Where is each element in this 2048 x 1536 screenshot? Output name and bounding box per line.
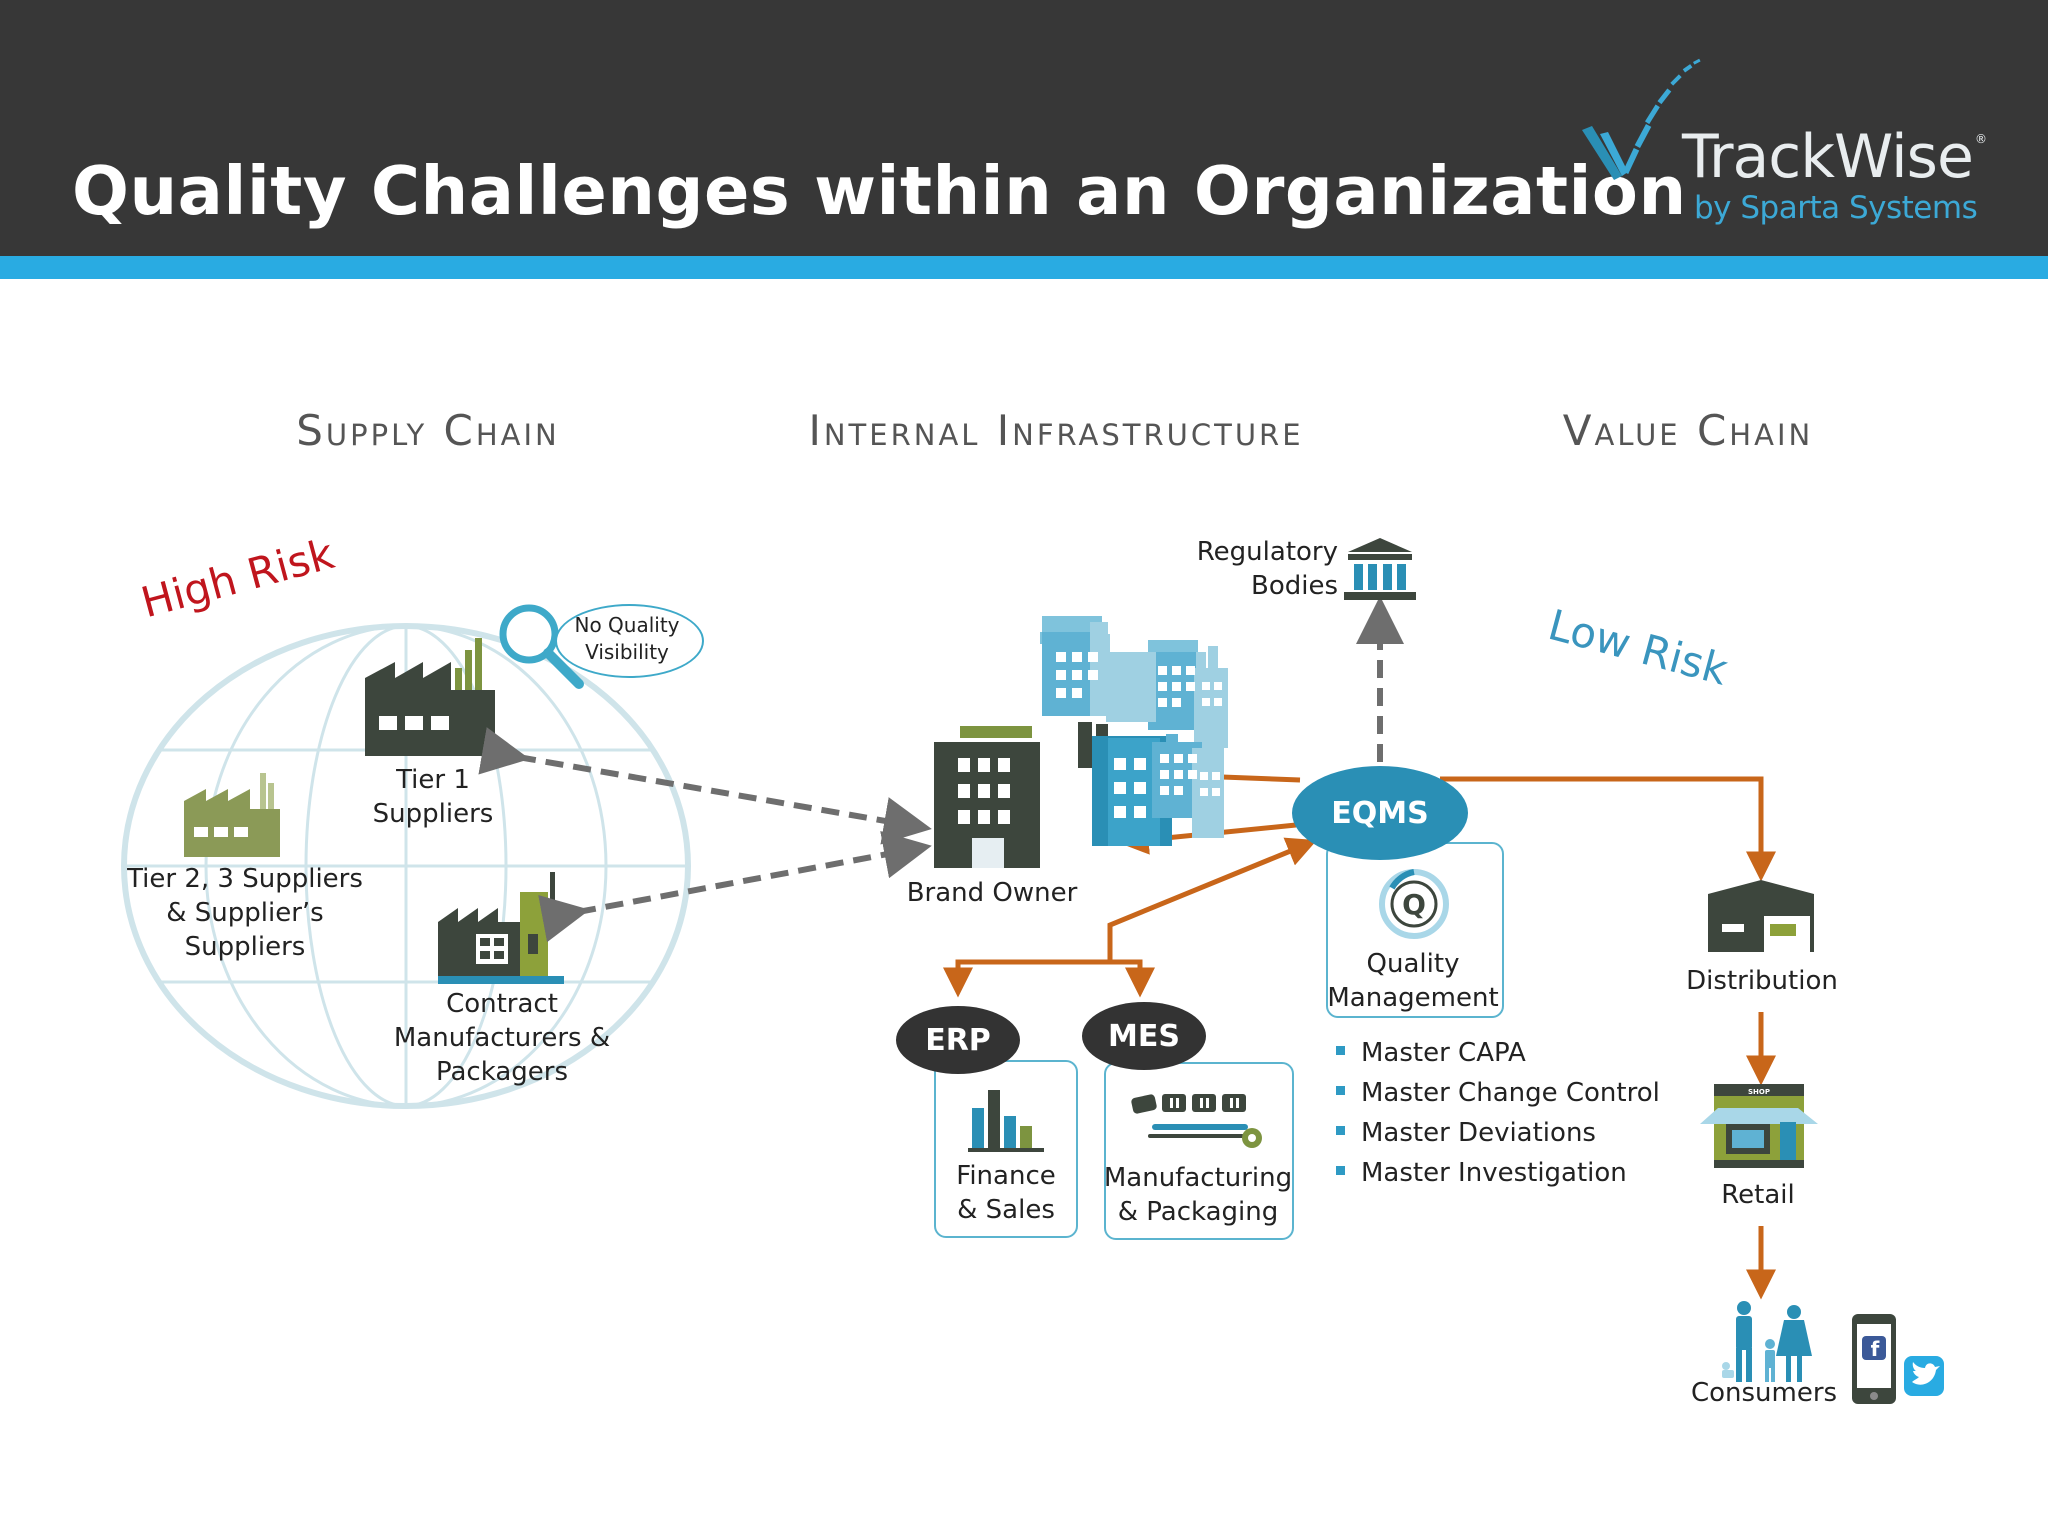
tier23-line-1: Tier 2, 3 Suppliers [127,864,363,894]
quality-management-line-2: Management [1327,983,1499,1013]
list-item: Master Investigation [1336,1153,1660,1193]
regulatory-line-2: Bodies [1250,571,1338,601]
finance-sales-line-1: Finance [956,1161,1056,1191]
svg-text:Q: Q [1402,888,1426,921]
mes-oval: MES [1082,1002,1206,1070]
master-item-label: Master Investigation [1361,1158,1627,1188]
arrow-to-mes [1110,959,1155,998]
finance-sales-line-2: & Sales [957,1195,1055,1225]
manufacturing-packaging-box [1104,1062,1294,1240]
logo-name: TrackWise [1682,122,1974,192]
master-item-label: Master Deviations [1361,1118,1596,1148]
svg-text:f: f [1871,1337,1880,1361]
tier23-factory-icon [184,773,280,857]
erp-label: ERP [925,1022,991,1058]
heading-supply-chain: Supply Chain [296,406,560,455]
arrow-erp-mes-eqms [1107,837,1317,960]
contract-manufacturers-label: Contract Manufacturers & Packagers [394,987,610,1089]
checkmark-logo-icon [1582,58,1701,180]
master-item-label: Master Change Control [1361,1078,1660,1108]
contract-line-1: Contract [446,989,558,1019]
arrow-to-erp [943,959,1110,998]
page-title: Quality Challenges within an Organizatio… [72,152,1687,230]
manufacturing-packaging-line-2: & Packaging [1117,1197,1279,1227]
list-item: Master Change Control [1336,1073,1660,1113]
smartphone-social-icon: f [1852,1314,1944,1404]
manufacturing-packaging-line-1: Manufacturing [1103,1163,1293,1193]
quality-management-label: Quality Management [1327,947,1498,1015]
contract-line-3: Packagers [435,1057,569,1087]
list-item: Master Deviations [1336,1113,1660,1153]
brand-owner-buildings-icon [934,616,1228,868]
family-icon [1722,1301,1812,1382]
quality-management-line-1: Quality [1366,949,1460,979]
bar-chart-icon [968,1090,1044,1152]
retail-label: Retail [1721,1180,1795,1210]
conveyor-icon [1131,1094,1262,1148]
list-item: Master CAPA [1336,1033,1660,1073]
master-item-label: Master CAPA [1361,1038,1526,1068]
regulatory-building-icon [1344,538,1416,600]
bullet-icon [1336,1086,1345,1095]
erp-oval: ERP [896,1006,1020,1074]
master-items-list: Master CAPA Master Change Control Master… [1336,1033,1660,1193]
shop-icon: SHOP [1700,1084,1818,1168]
arrow-contract-brand [538,831,932,943]
brand-owner-label: Brand Owner [906,878,1078,908]
arrow-tier1-brand [478,727,932,845]
logo-tagline: by Sparta Systems [1694,190,1978,226]
bullet-icon [1336,1166,1345,1175]
shop-sign-text: SHOP [1748,1088,1770,1096]
distribution-label: Distribution [1686,966,1838,996]
magnifier-icon [499,604,584,689]
bullet-icon [1336,1126,1345,1135]
bullet-icon [1336,1046,1345,1055]
warehouse-icon [1708,880,1814,952]
heading-value-chain: Value Chain [1562,406,1814,455]
manufacturing-packaging-label: Manufacturing & Packaging [1104,1161,1292,1229]
tier23-suppliers-label: Tier 2, 3 Suppliers & Supplier’s Supplie… [127,862,363,964]
callout-line-2: Visibility [585,640,669,664]
regulatory-bodies-label: Regulatory Bodies [1178,535,1338,603]
tier1-factory-icon [365,638,495,756]
callout-bubble [555,604,704,678]
heading-internal-infrastructure: Internal Infrastructure [808,406,1304,455]
header-bar [0,0,2048,256]
logo-registered-mark: ® [1975,132,1987,146]
regulatory-line-1: Regulatory [1196,537,1338,567]
callout-line-1: No Quality [574,613,680,637]
callout-text: No Quality Visibility [574,612,679,666]
tier23-line-2: & Supplier’s [166,898,324,928]
tier1-line-2: Suppliers [372,799,494,829]
trackwise-logo: TrackWise ® by Sparta Systems [1570,52,1990,242]
arrow-eqms-distribution [1440,776,1776,882]
header-accent-bar [0,256,2048,279]
finance-sales-label: Finance & Sales [956,1159,1055,1227]
eqms-oval: EQMS [1292,766,1468,860]
mes-label: MES [1108,1018,1180,1054]
tier1-line-1: Tier 1 [396,765,470,795]
contract-line-2: Manufacturers & [393,1023,611,1053]
eqms-label: EQMS [1331,795,1429,831]
tier23-line-3: Suppliers [184,932,306,962]
tier1-suppliers-label: Tier 1 Suppliers [373,763,494,831]
consumers-label: Consumers [1690,1378,1838,1408]
contract-factory-icon [438,872,564,984]
quality-q-icon: Q [1379,869,1449,939]
